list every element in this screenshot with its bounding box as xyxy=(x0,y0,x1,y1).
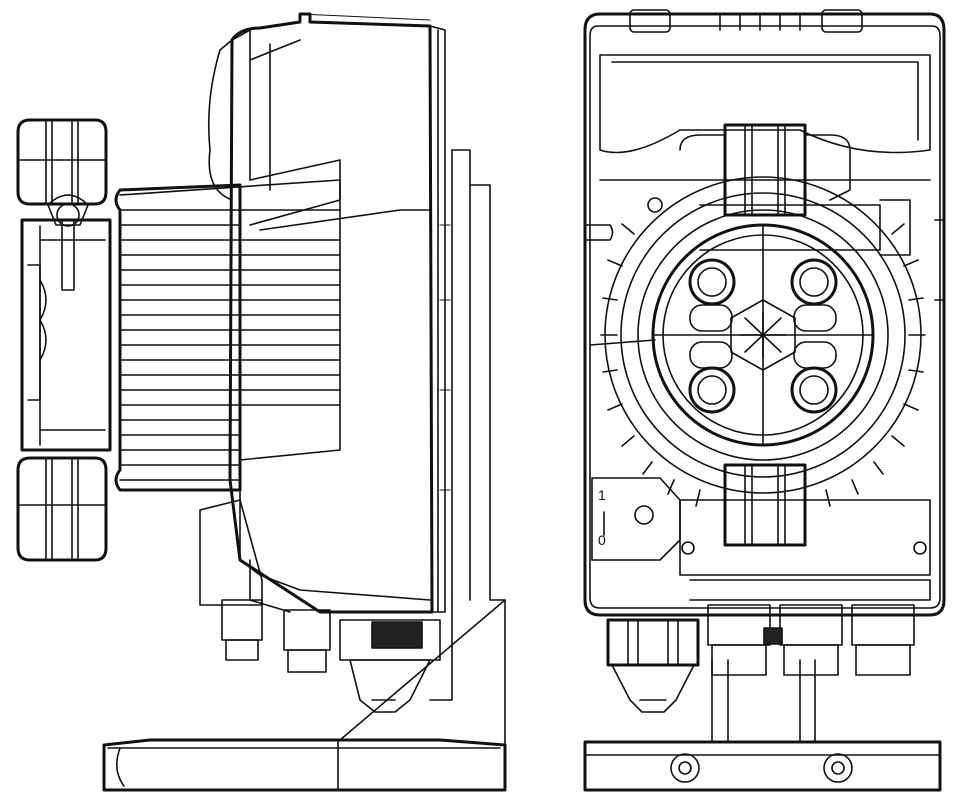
front-view-bottom-valve xyxy=(723,463,807,547)
side-view-fins xyxy=(114,179,341,492)
front-view-base xyxy=(583,659,942,792)
front-view-handle xyxy=(599,9,931,154)
switch-on-label: 1 xyxy=(598,487,606,503)
front-view-ribbed-ring xyxy=(600,176,926,507)
front-view-top-valve xyxy=(647,123,911,256)
side-view-bottom-valve xyxy=(16,456,108,562)
switch-off-label: 0 xyxy=(598,532,606,548)
side-view-housing xyxy=(207,12,446,614)
side-view-bracket xyxy=(429,149,506,746)
side-view-top-valve xyxy=(16,118,108,206)
front-view-power-switch: 1 0 xyxy=(591,477,681,561)
front-view-head-center xyxy=(589,223,875,447)
front-view-connectors xyxy=(606,604,915,713)
front-view-electronics-cover xyxy=(679,499,931,601)
side-view xyxy=(16,12,507,792)
front-view-housing xyxy=(583,12,946,617)
front-view: 1 0 xyxy=(583,9,946,792)
side-view-pump-head xyxy=(20,194,112,452)
side-view-base xyxy=(102,599,507,792)
side-view-cable-glands xyxy=(199,499,441,713)
